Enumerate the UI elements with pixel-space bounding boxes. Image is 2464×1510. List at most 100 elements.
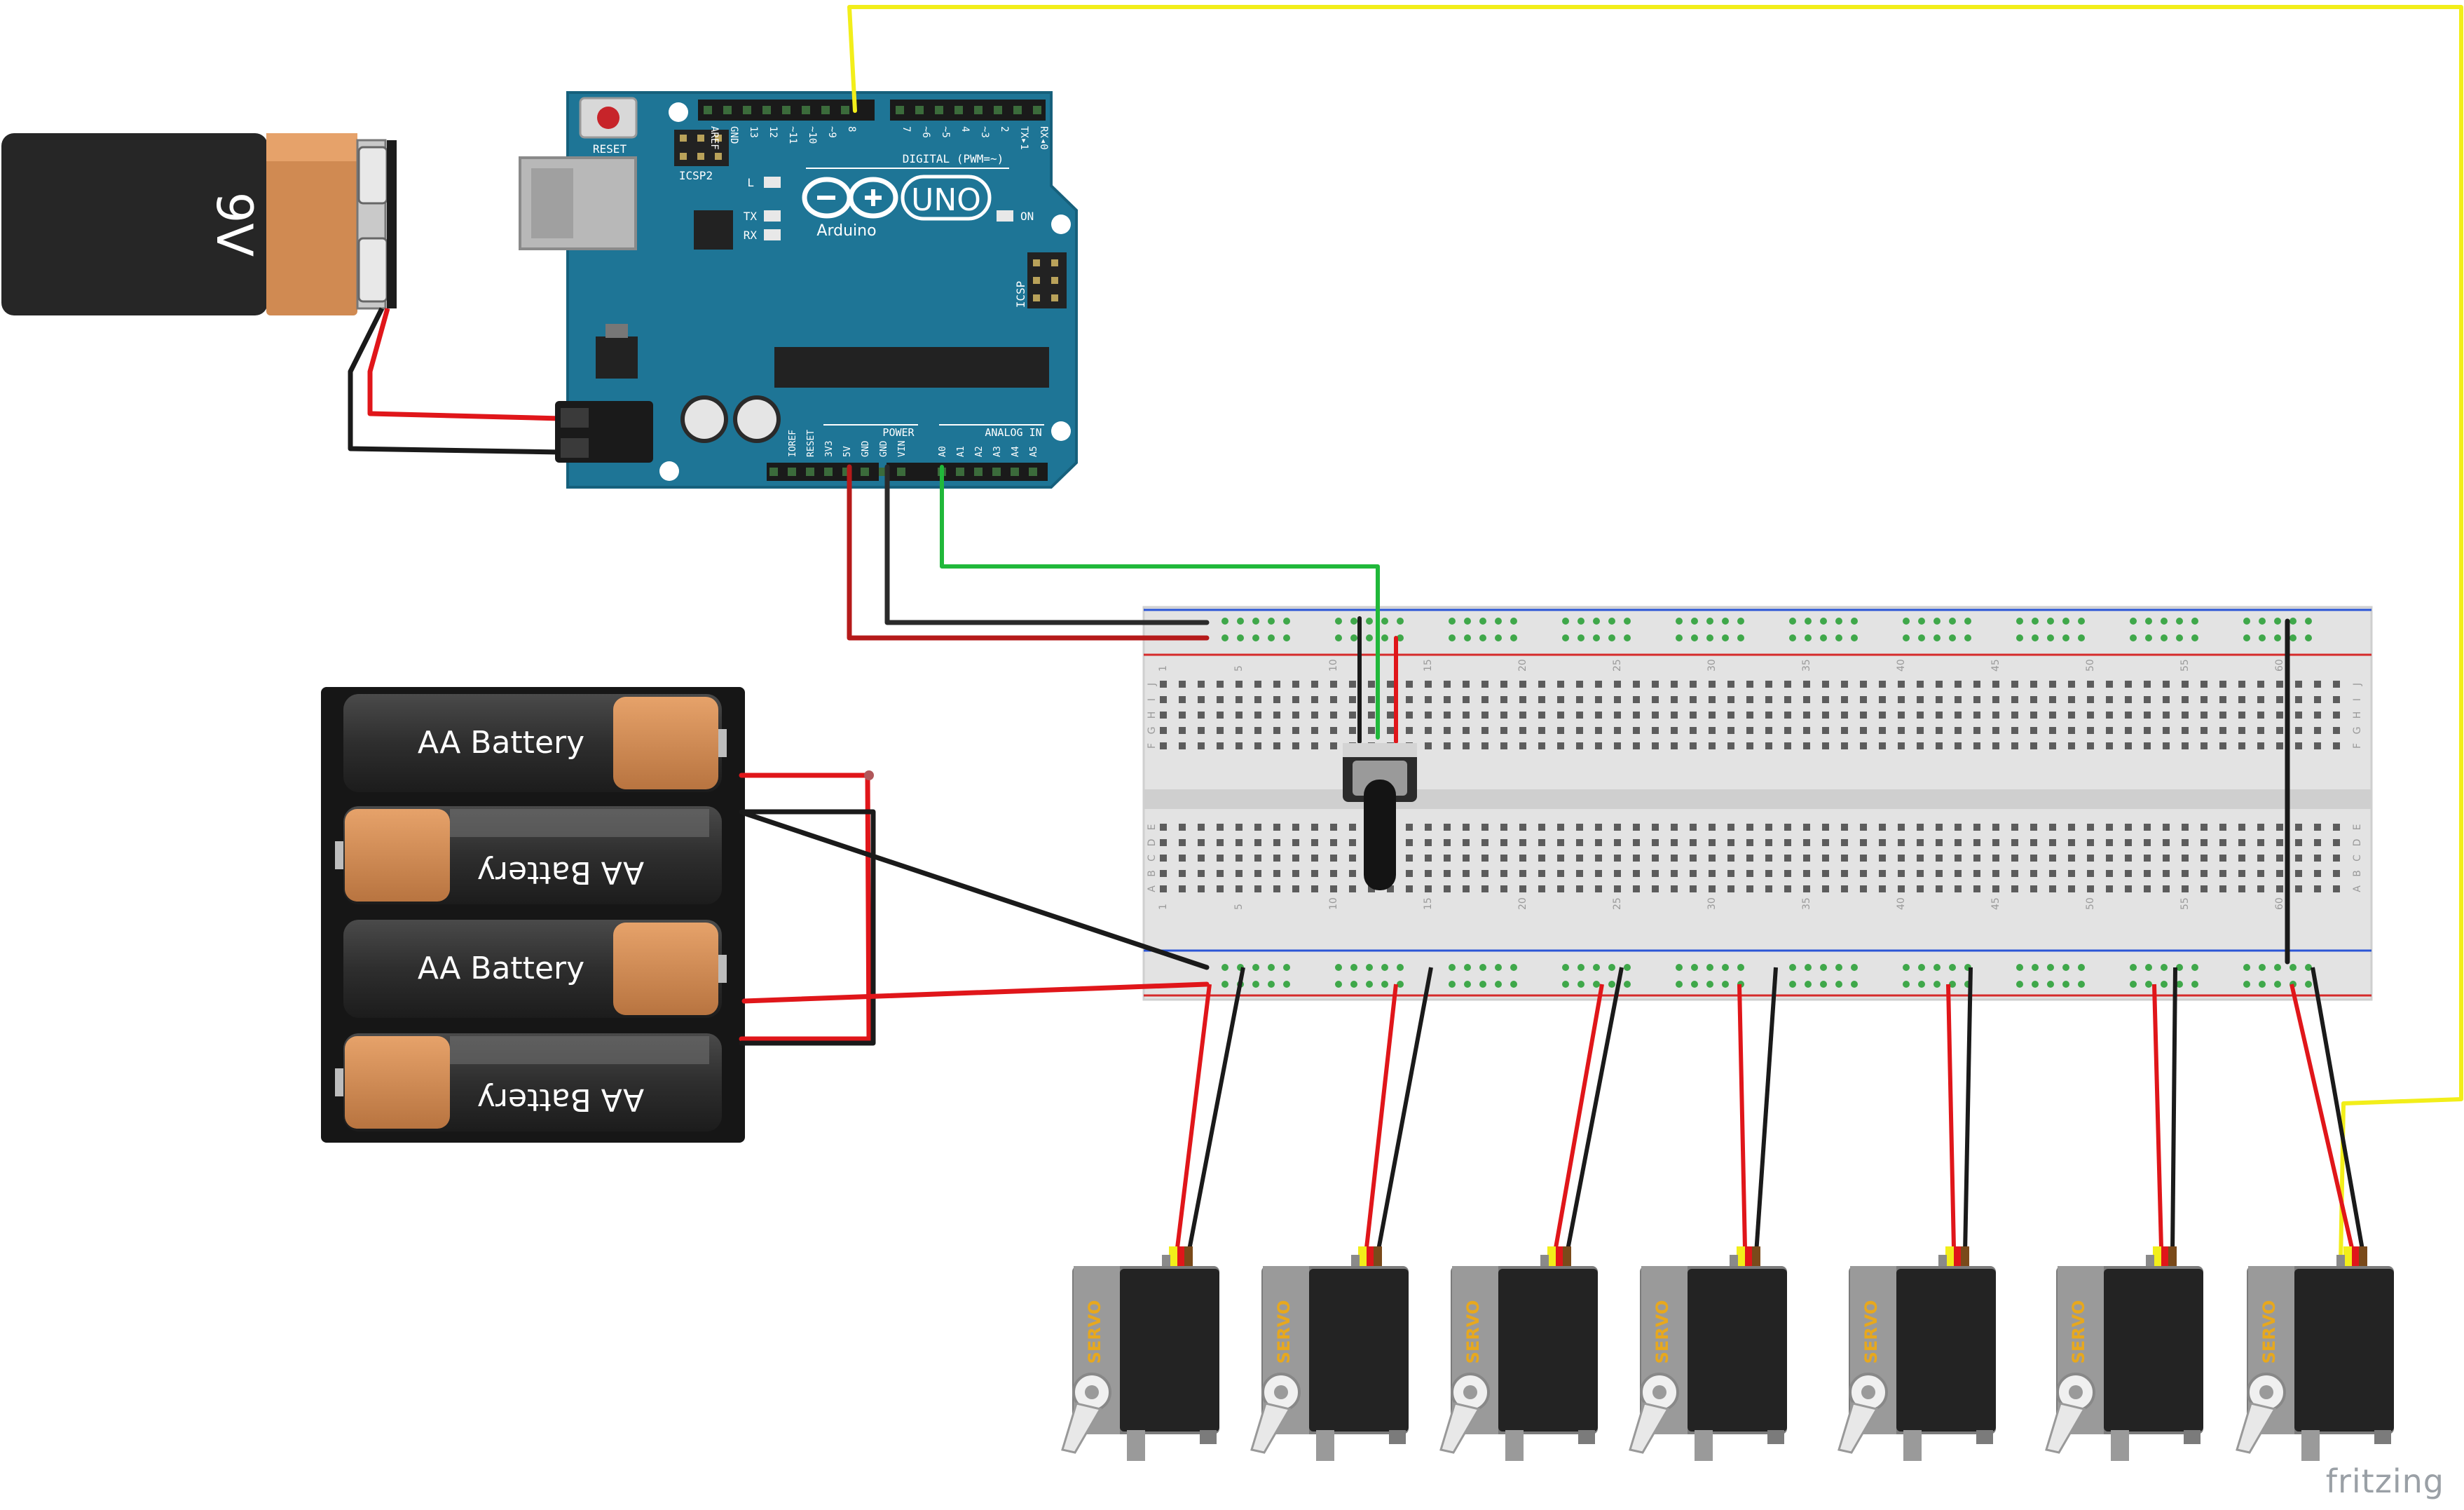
servo-power-wire [1175,984,1212,1249]
power-pin-hole[interactable] [861,468,869,476]
digital-pin-hole[interactable] [743,106,751,114]
digital-pin-hole[interactable] [974,106,983,114]
aa-battery-pack: AA Battery AA Battery AA Battery AA Battery [321,687,745,1143]
icsp2-header [674,130,729,166]
voltage-regulator [596,336,638,379]
analog-pin-hole[interactable] [1011,468,1019,476]
digital-pin-hole[interactable] [994,106,1002,114]
servo-label: SERVO [2069,1300,2088,1364]
breadboard-column-number: 5 [1233,665,1245,672]
battery-9v-wires [348,307,561,455]
breadboard-row-letter: E [1147,824,1158,831]
breadboard-column-number: 45 [1990,659,2001,672]
digital-pin-label: TX▸1 [1018,126,1029,150]
breadboard-row-letter: C [2352,855,2363,862]
wire-aa-negative [739,809,876,1046]
led-on-label: ON [1020,210,1034,223]
digital-pin-label: ~11 [787,126,798,144]
analog-pin-label: A2 [974,446,985,457]
digital-pin-hole[interactable] [723,106,732,114]
servo-label: SERVO [1463,1300,1483,1364]
arduino-brand: Arduino [816,222,876,240]
breadboard-column-number: 55 [2179,897,2191,910]
breadboard-column-number: 1 [1158,904,1169,910]
servo-power-wire [1737,984,1747,1249]
digital-pin-hole[interactable] [802,106,810,114]
digital-pin-label: ~5 [940,126,951,138]
arduino-model: UNO [911,182,981,218]
breadboard-row-letter: J [1147,683,1158,686]
digital-pin-label: ~9 [826,126,837,138]
power-pin-hole[interactable] [788,468,796,476]
aa-battery-cell: AA Battery [343,920,727,1018]
breadboard-column-number: 50 [2085,897,2096,910]
digital-label: DIGITAL (PWM=~) [903,152,1004,165]
breadboard-column-number: 50 [2085,659,2096,672]
bottom-pin-holes [769,468,1037,476]
battery-9v: 9V [1,133,397,315]
breadboard-column-number: 30 [1706,897,1718,910]
analog-pin-hole[interactable] [1029,468,1037,476]
analog-pin-hole[interactable] [992,468,1001,476]
breadboard-column-number: 10 [1328,659,1339,672]
breadboard-row-letter: A [2352,885,2363,892]
potentiometer[interactable] [1343,743,1417,890]
digital-pin-hole[interactable] [954,106,963,114]
breadboard: 1155101015152020252530303535404045455050… [1142,606,2373,1001]
icsp2-label: ICSP2 [679,169,713,182]
breadboard-row-letter: B [2352,870,2363,877]
breadboard-column-number: 20 [1517,659,1528,672]
arduino-logo [802,175,992,221]
digital-pin-hole[interactable] [762,106,771,114]
power-pin-label: IOREF [788,430,798,457]
fritzing-watermark: fritzing [2325,1462,2444,1500]
digital-pin-hole[interactable] [896,106,904,114]
power-label: POWER [882,426,915,439]
digital-pin-hole[interactable] [841,106,849,114]
digital-pin-hole[interactable] [1033,106,1041,114]
breadboard-column-number: 30 [1706,659,1718,672]
analog-pin-label: A0 [938,446,948,457]
servo-power-wire [1946,984,1956,1249]
digital-pin-hole[interactable] [782,106,790,114]
breadboard-column-number: 25 [1612,897,1623,910]
status-leds [764,177,1013,240]
breadboard-column-number: 40 [1896,659,1907,672]
breadboard-column-number: 15 [1423,659,1434,672]
digital-pin-label: 13 [748,126,759,138]
analog-label: ANALOG IN [985,426,1041,439]
capacitors [680,395,781,443]
analog-pin-hole[interactable] [956,468,964,476]
power-pin-hole[interactable] [824,468,833,476]
digital-pin-hole[interactable] [704,106,712,114]
breadboard-column-number: 40 [1896,897,1907,910]
digital-pin-hole[interactable] [935,106,943,114]
digital-pin-label: GND [728,126,739,144]
breadboard-row-letter: H [2352,712,2363,719]
power-pin-hole[interactable] [806,468,814,476]
breadboard-row-letter: G [2352,727,2363,735]
power-pin-label: 3V3 [824,441,835,457]
breadboard-row-letter: G [1147,727,1158,735]
breadboard-row-letter: J [2352,683,2363,686]
servo-label: SERVO [1652,1300,1672,1364]
power-pin-hole[interactable] [769,468,778,476]
aa-battery-cell: AA Battery [343,694,727,792]
aa-battery-label: AA Battery [477,1082,644,1117]
breadboard-column-number: 35 [1801,659,1812,672]
power-pin-hole[interactable] [897,468,905,476]
breadboard-column-number: 1 [1158,665,1169,672]
breadboard-column-number: 5 [1233,904,1245,910]
reset-button[interactable] [579,97,638,139]
servo-label: SERVO [2259,1300,2279,1364]
analog-pin-hole[interactable] [974,468,983,476]
aa-battery-cell: AA Battery [335,806,722,904]
digital-pin-hole[interactable] [821,106,830,114]
digital-pin-hole[interactable] [915,106,924,114]
servo-ground-wire [1963,967,1973,1254]
breadboard-row-letter: A [1147,885,1158,892]
digital-pin-hole[interactable] [1013,106,1022,114]
